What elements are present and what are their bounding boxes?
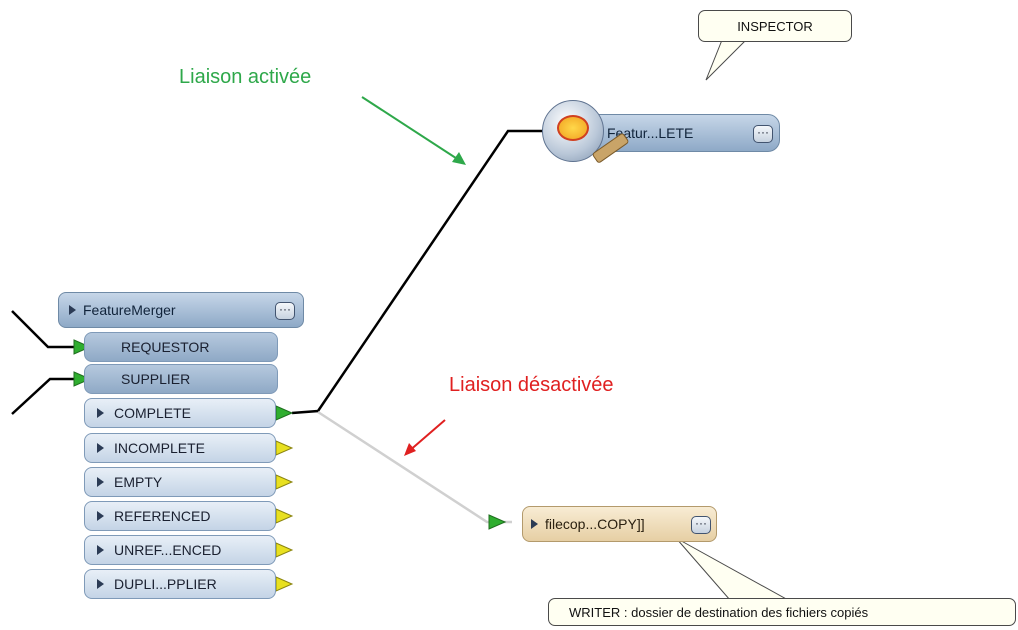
writer-expand-icon[interactable] <box>531 519 538 529</box>
port-in-supplier[interactable]: SUPPLIER <box>84 364 278 394</box>
connection-in-requestor[interactable] <box>11 310 84 349</box>
writer-node[interactable]: filecop...COPY]] ··· <box>522 506 717 542</box>
inspector-more-button[interactable]: ··· <box>753 125 773 143</box>
writer-more-button[interactable]: ··· <box>691 516 711 534</box>
callout-inspector-tail <box>705 39 748 81</box>
connection-active[interactable] <box>291 129 543 415</box>
port-out-empty-icon[interactable] <box>275 474 294 490</box>
connection-inactive[interactable] <box>317 410 512 524</box>
arrowhead-inactive <box>404 443 416 456</box>
port-out-unreferenced[interactable]: UNREF...ENCED <box>84 535 276 565</box>
annotation-inactive-link: Liaison désactivée <box>449 374 614 396</box>
port-in-requestor-icon[interactable] <box>73 339 92 355</box>
port-in-requestor[interactable]: REQUESTOR <box>84 332 278 362</box>
port-out-complete-icon[interactable] <box>275 405 294 421</box>
port-expand-icon[interactable] <box>97 511 104 521</box>
port-expand-icon[interactable] <box>97 408 104 418</box>
port-out-referenced[interactable]: REFERENCED <box>84 501 276 531</box>
port-out-incomplete-icon[interactable] <box>275 440 294 456</box>
inspector-icon[interactable] <box>542 100 630 164</box>
port-out-referenced-icon[interactable] <box>275 508 294 524</box>
callout-inspector-text: INSPECTOR <box>737 18 813 34</box>
port-expand-icon[interactable] <box>97 579 104 589</box>
callout-writer-tail <box>675 537 790 601</box>
port-out-duplicate-label: DUPLI...PPLIER <box>114 576 217 592</box>
featuremerger-header[interactable]: FeatureMerger ··· <box>58 292 304 328</box>
callout-writer: WRITER : dossier de destination des fich… <box>548 598 1016 626</box>
arrow-active <box>361 96 463 163</box>
writer-title: filecop...COPY]] <box>545 516 645 532</box>
arrowhead-active <box>452 152 466 165</box>
port-out-unreferenced-label: UNREF...ENCED <box>114 542 222 558</box>
callout-writer-text: WRITER : dossier de destination des fich… <box>569 604 869 620</box>
port-expand-icon[interactable] <box>97 477 104 487</box>
connection-in-supplier[interactable] <box>11 377 84 415</box>
inspector-title: Featur...LETE <box>607 125 694 141</box>
port-in-requestor-label: REQUESTOR <box>121 339 210 355</box>
port-out-duplicate-icon[interactable] <box>275 576 294 592</box>
port-out-unreferenced-icon[interactable] <box>275 542 294 558</box>
port-out-duplicate[interactable]: DUPLI...PPLIER <box>84 569 276 599</box>
port-in-writer-icon[interactable] <box>488 514 507 530</box>
callout-inspector: INSPECTOR <box>698 10 852 42</box>
port-out-empty-label: EMPTY <box>114 474 163 490</box>
port-out-referenced-label: REFERENCED <box>114 508 211 524</box>
featuremerger-title: FeatureMerger <box>83 302 176 318</box>
featuremerger-more-button[interactable]: ··· <box>275 302 295 320</box>
port-out-empty[interactable]: EMPTY <box>84 467 276 497</box>
port-expand-icon[interactable] <box>97 545 104 555</box>
expand-icon[interactable] <box>69 305 76 315</box>
port-expand-icon[interactable] <box>97 443 104 453</box>
port-in-supplier-label: SUPPLIER <box>121 371 191 387</box>
annotation-active-link: Liaison activée <box>179 66 312 88</box>
arrow-inactive <box>407 419 446 453</box>
inspector-lens-icon <box>557 115 589 141</box>
port-in-supplier-icon[interactable] <box>73 371 92 387</box>
port-out-incomplete-label: INCOMPLETE <box>114 440 206 456</box>
port-out-complete[interactable]: COMPLETE <box>84 398 276 428</box>
port-out-incomplete[interactable]: INCOMPLETE <box>84 433 276 463</box>
port-out-complete-label: COMPLETE <box>114 405 192 421</box>
